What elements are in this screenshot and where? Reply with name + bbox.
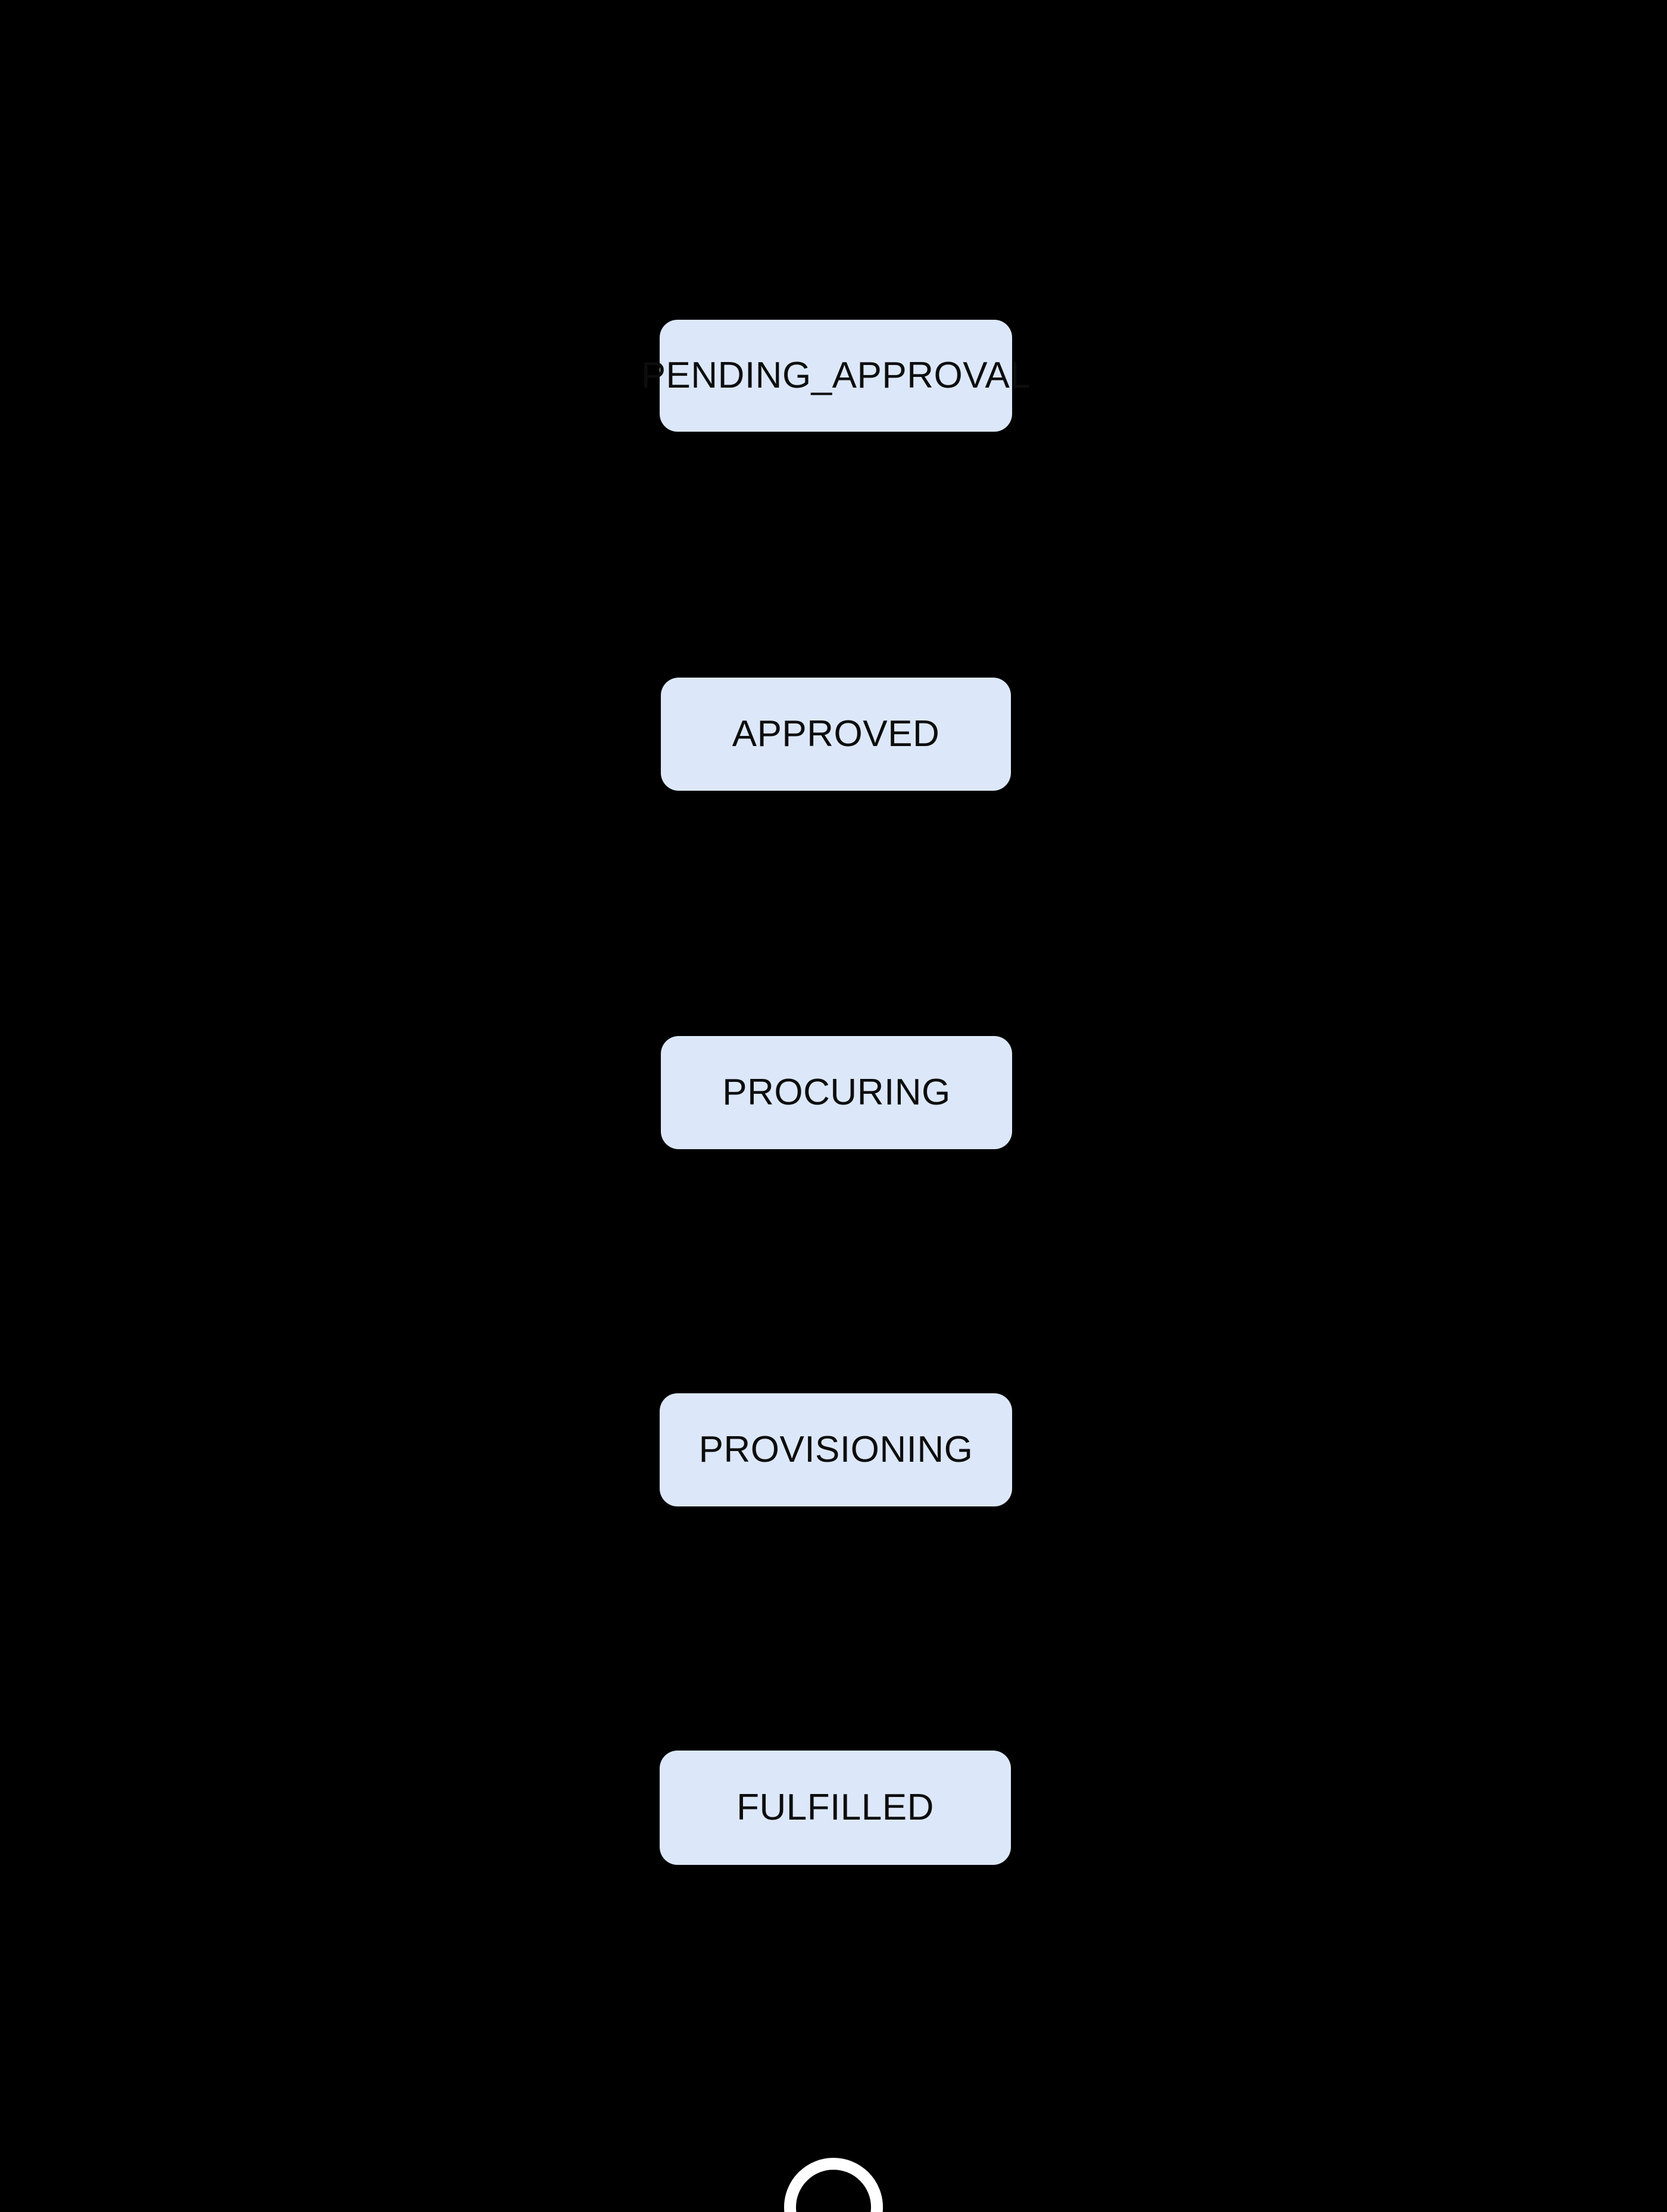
edge-approved-to-procuring: [832, 791, 835, 1036]
node-label-fulfilled: FULFILLED: [736, 1787, 934, 1828]
edge-provisioning-to-fulfilled: [832, 1506, 835, 1751]
node-pending-approval[interactable]: PENDING_APPROVAL: [641, 320, 1031, 432]
node-end-state-circle[interactable]: [784, 2158, 883, 2212]
node-label-procuring: PROCURING: [722, 1072, 951, 1113]
node-provisioning[interactable]: PROVISIONING: [660, 1393, 1012, 1506]
node-approved[interactable]: APPROVED: [661, 678, 1011, 791]
node-procuring[interactable]: PROCURING: [661, 1036, 1012, 1149]
node-label-approved: APPROVED: [732, 713, 940, 754]
edge-procuring-to-provisioning: [832, 1149, 835, 1393]
node-label-pending-approval: PENDING_APPROVAL: [641, 355, 1031, 396]
edge-fulfilled-to-end: [832, 1865, 835, 2158]
edge-pending-approval-to-approved: [832, 432, 835, 678]
node-label-provisioning: PROVISIONING: [698, 1429, 973, 1470]
node-fulfilled[interactable]: FULFILLED: [660, 1751, 1011, 1865]
